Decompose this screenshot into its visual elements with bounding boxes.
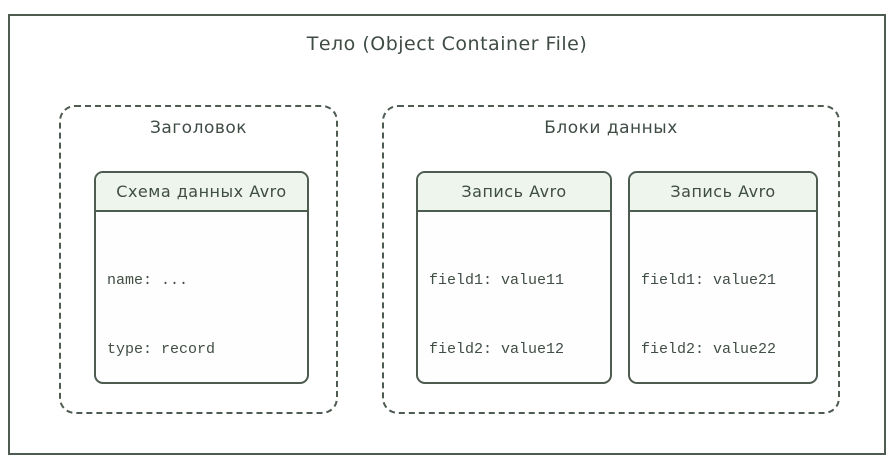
code-line: field2: value12: [429, 341, 565, 358]
avro-record-card-2-body: field1: value21 field2: value22 ... [sys…: [630, 212, 816, 382]
code-line: field1: value21: [641, 272, 777, 289]
header-section-title: Заголовок: [149, 118, 248, 138]
data-blocks-section-box: Блоки данных Запись Avro field1: value11…: [382, 105, 840, 414]
avro-record-card-1-body: field1: value11 field2: value12 ... [sys…: [418, 212, 610, 382]
data-blocks-section-title: Блоки данных: [544, 118, 678, 138]
avro-record-card-1: Запись Avro field1: value11 field2: valu…: [416, 171, 612, 384]
object-container-file-title: Тело (Object Container File): [306, 33, 588, 55]
code-line: field1: value11: [429, 272, 565, 289]
avro-record-card-1-title: Запись Avro: [418, 173, 610, 212]
code-line: field2: value22: [641, 341, 777, 358]
header-section-box: Заголовок Схема данных Avro name: ... ty…: [59, 105, 338, 414]
code-line: type: record: [107, 341, 216, 358]
avro-schema-card-title: Схема данных Avro: [96, 173, 307, 212]
avro-schema-card: Схема данных Avro name: ... type: record…: [94, 171, 309, 384]
avro-schema-card-body: name: ... type: record field1: datatype1…: [96, 212, 307, 382]
avro-record-card-2-title: Запись Avro: [630, 173, 816, 212]
object-container-file-box: Тело (Object Container File) Заголовок С…: [8, 14, 886, 455]
code-line: name: ...: [107, 272, 189, 289]
avro-record-card-2: Запись Avro field1: value21 field2: valu…: [628, 171, 818, 384]
